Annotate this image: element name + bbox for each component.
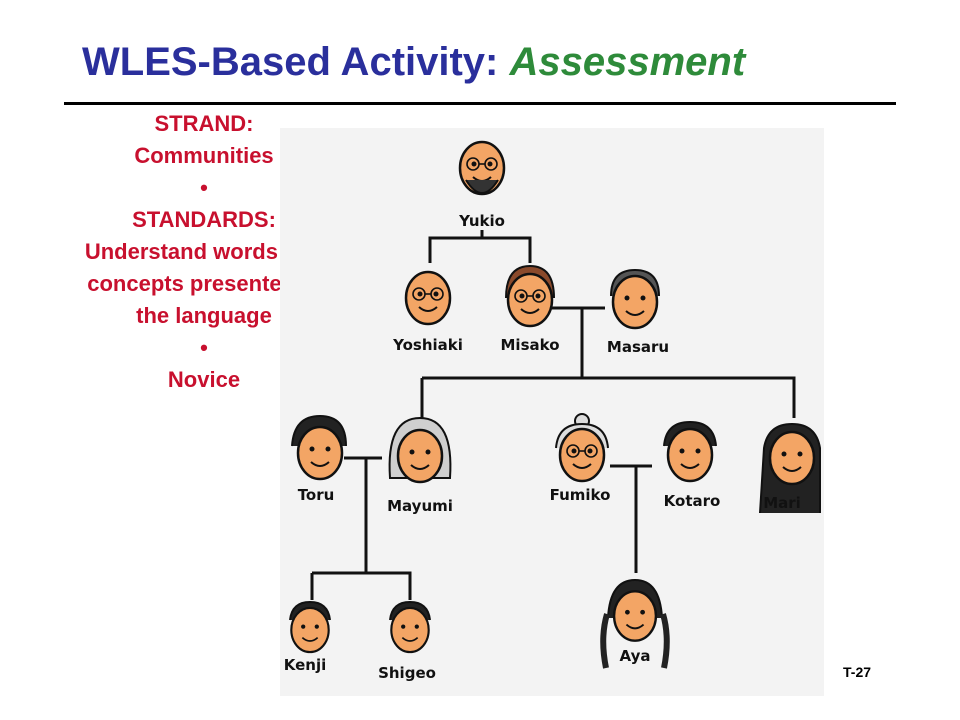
person-mari: Mari [759,422,821,514]
standards-line-3: the language [136,303,272,328]
bullet-1: • [200,175,208,200]
strand-standards-block: STRAND: Communities • STANDARDS: Underst… [54,108,354,396]
bullet-2: • [200,335,208,360]
person-kotaro: Kotaro [663,420,721,510]
person-yoshiaki: Yoshiaki [392,270,463,354]
name-kenji: Kenji [284,656,327,674]
level-label: Novice [167,367,241,392]
name-yukio: Yukio [458,212,505,230]
slide-title: WLES-Based Activity: Assessment [82,40,745,85]
person-fumiko: Fumiko [550,413,611,504]
title-main: WLES-Based Activity: [82,40,510,84]
braid-left-icon [600,613,610,669]
name-fumiko: Fumiko [550,486,611,504]
family-tree-drawing: Yukio Yoshiaki Misako Masaru Toru [284,140,821,682]
name-misako: Misako [501,336,560,354]
title-accent: Assessment [509,40,746,84]
person-toru: Toru [291,414,347,504]
braid-right-icon [660,613,670,669]
name-mayumi: Mayumi [387,497,453,515]
strand-value: Communities [134,143,274,168]
slide-number: T-27 [843,664,872,680]
person-shigeo: Shigeo [378,600,436,682]
standards-label: STANDARDS: [132,207,276,232]
name-kotaro: Kotaro [664,492,721,510]
person-yukio: Yukio [458,140,506,230]
person-mayumi: Mayumi [387,416,453,515]
strand-label: STRAND: [154,111,254,136]
family-tree: Yukio Yoshiaki Misako Masaru Toru [280,128,824,696]
beard-icon [465,179,499,194]
name-mari: Mari [763,494,801,512]
person-misako: Misako [501,264,560,354]
tree-connectors [310,230,796,600]
name-masaru: Masaru [607,338,669,356]
person-aya: Aya [600,578,670,669]
name-shigeo: Shigeo [378,664,436,682]
person-masaru: Masaru [607,268,669,356]
person-kenji: Kenji [284,600,331,674]
name-yoshiaki: Yoshiaki [392,336,463,354]
title-divider [64,102,896,105]
name-aya: Aya [620,647,651,665]
name-toru: Toru [298,486,335,504]
